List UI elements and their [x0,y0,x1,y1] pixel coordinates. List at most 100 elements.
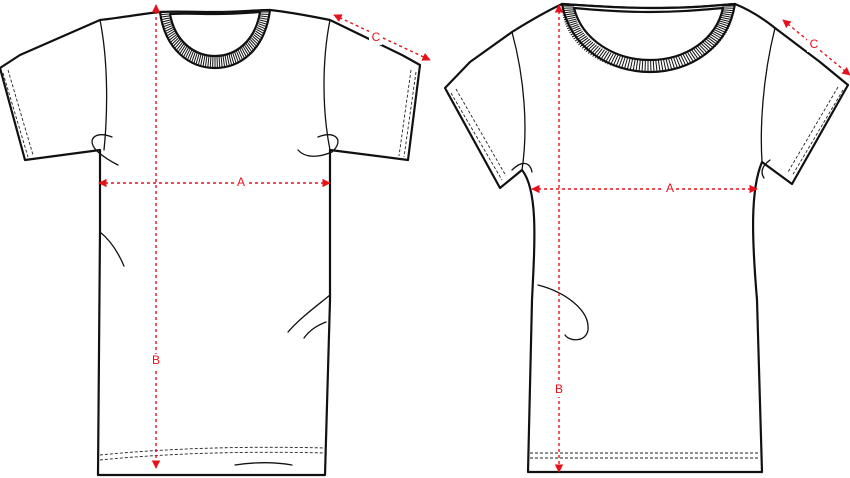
collar-rib-line [177,43,185,53]
collar-rib-line [167,32,176,39]
collar-rib-line [590,45,599,56]
collar-rib-line [571,30,583,38]
collar-rib-line [691,49,699,60]
collar-rib-line [235,50,242,62]
collar-rib-line [677,55,684,67]
collar-rib-line [245,43,253,53]
collar-rib-line [597,49,605,60]
collar-rib-line [259,19,269,23]
collar-rib-line [168,34,177,42]
men-width-label: A [237,175,245,189]
collar-rib-line [583,41,594,51]
collar-rib-line [254,32,263,39]
collar-rib-line [585,43,596,53]
collar-rib-line [232,52,237,64]
women-tshirt-body-outline [443,2,850,474]
collar-rib-line [635,59,639,72]
collar-rib-line [599,50,608,61]
collar-rib-line [172,39,181,48]
collar-rib-line [700,43,711,53]
collar-rib-line [202,54,206,67]
collar-rib-line [182,47,189,58]
collar-rib-line [226,54,230,67]
collar-rib-line [670,57,676,69]
collar-rib-line [618,56,624,69]
collar-rib-line [720,16,733,21]
collar-rib-line [569,27,581,34]
collar-rib-line [565,20,578,25]
collar-rib-line [259,17,269,20]
collar-rib-line [162,21,172,25]
men-tshirt-body-outline [0,8,422,477]
collar-rib-line [239,48,246,59]
collar-rib-line [256,27,266,33]
collar-rib-line [234,51,239,63]
collar-rib-line [632,59,636,72]
collar-rib-line [693,48,702,59]
collar-rib-line [707,37,718,46]
collar-rib-line [259,15,269,18]
collar-rib-line [186,49,193,61]
collar-rib-line [579,38,591,47]
collar-rib-line [230,53,235,65]
collar-rib-line [164,27,174,33]
collar-rib-line [179,44,186,55]
collar-rib-line [660,59,664,72]
collar-rib-line [717,24,729,30]
collar-rib-line [197,53,202,66]
collar-rib-line [568,25,580,32]
collar-rib-line [163,25,173,30]
collar-rib-line [244,44,251,55]
collar-rib-line [592,47,601,57]
collar-rib-line [587,44,597,54]
collar-rib-line [679,54,687,66]
collar-rib-line [688,50,697,61]
collar-rib-line [220,55,223,68]
collar-rib-line [170,37,179,46]
collar-rib-line [623,57,629,70]
collar-rib-line [719,18,732,23]
collar-rib-line [609,54,617,66]
collar-rib-line [175,42,183,52]
collar-rib-line [720,14,733,18]
collar-rib-line [697,45,706,56]
collar-rib-line [180,46,188,57]
collar-rib-line [705,38,717,47]
collar-rib-line [567,24,579,30]
collar-rib-line [563,14,576,18]
collar-rib-line [641,59,644,72]
collar-rib-line [247,42,255,52]
men-sleeve-label: C [372,30,381,44]
measurement-annotations: A B C A B C [98,4,850,473]
collar-rib-line [574,34,586,42]
collar-rib-line [162,23,172,28]
collar-rib-line [256,28,265,35]
collar-rib-line [564,18,577,23]
collar-rib-line [581,40,592,49]
collar-rib-line [638,59,641,72]
collar-rib-line [255,30,264,37]
collar-rib-line [224,54,228,67]
collar-rib-line [161,13,171,15]
collar-rib-line [570,29,582,36]
men-tshirt-drawing [0,8,422,477]
collar-rib-line [253,34,262,42]
collar-rib-line [713,30,725,38]
collar-rib-line [573,32,585,40]
collar-rib-line [704,40,715,49]
collar-rib-line [188,50,195,62]
collar-rib-line [166,30,175,37]
collar-rib-line [218,55,221,68]
collar-rib-line [711,32,723,40]
collar-rib-line [652,59,655,72]
collar-rib-line [716,25,728,32]
collar-rib-line [562,13,575,16]
collar-rib-line [576,35,587,44]
collar-rib-line [191,51,196,63]
collar-rib-line [257,25,267,30]
collar-rib-line [620,57,626,69]
collar-rib-line [237,49,244,61]
collar-rib-line [721,13,734,16]
collar-rib-line [173,40,182,50]
collar-rib-line [258,23,268,28]
